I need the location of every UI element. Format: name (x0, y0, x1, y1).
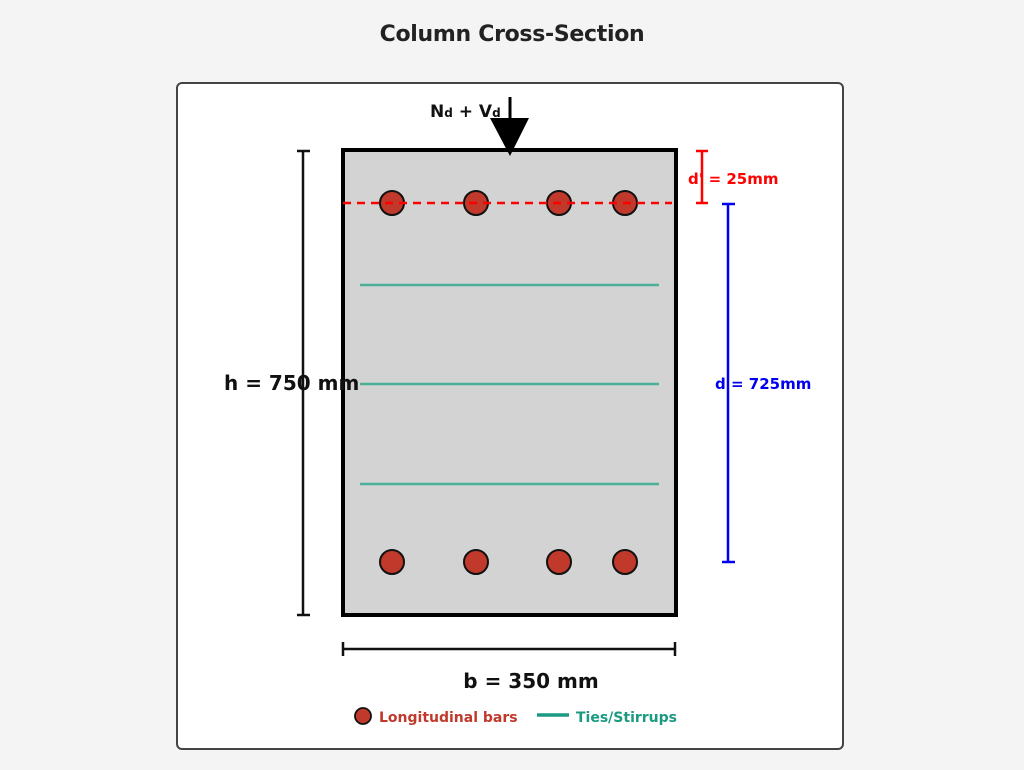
bottom-bars (379, 549, 638, 575)
height-dimension (297, 149, 310, 617)
legend-bars-label: Longitudinal bars (379, 710, 518, 726)
width-label: b = 350 mm (463, 669, 598, 693)
bar-bottom-2 (463, 549, 489, 575)
legend-bar-icon (354, 707, 372, 725)
effective-depth-dimension (722, 202, 735, 564)
width-dimension (341, 642, 677, 656)
page-title: Column Cross-Section (379, 22, 645, 47)
ties (360, 283, 659, 486)
bar-bottom-4 (612, 549, 638, 575)
legend: Longitudinal bars Ties/Stirrups (354, 707, 677, 726)
column-section (341, 148, 678, 617)
effective-depth-label: d = 725mm (715, 375, 811, 393)
cover-label: d' = 25mm (688, 170, 779, 188)
cover-dimension (696, 149, 708, 205)
bar-bottom-3 (546, 549, 572, 575)
load-arrow-icon (490, 97, 529, 156)
load-label: Nd + Vd (430, 102, 501, 122)
height-label: h = 750 mm (224, 371, 359, 395)
bar-bottom-1 (379, 549, 405, 575)
legend-ties-label: Ties/Stirrups (576, 710, 677, 726)
